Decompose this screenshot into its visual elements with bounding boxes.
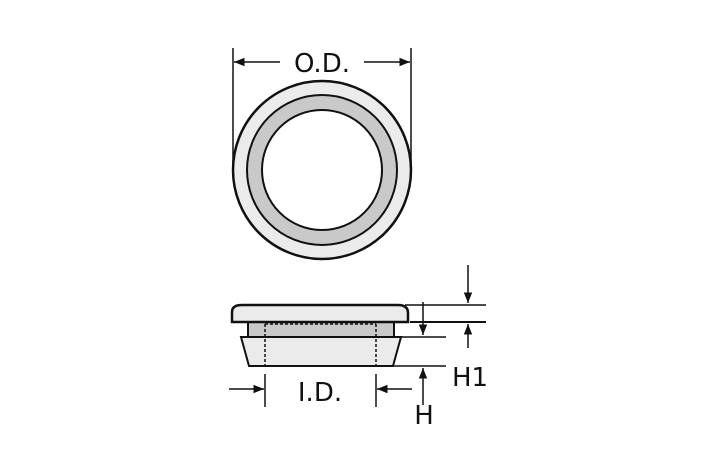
id-label: I.D. — [298, 378, 342, 408]
top-view: O.D. — [231, 48, 413, 261]
od-label: O.D. — [294, 49, 350, 79]
bore-hole — [261, 109, 383, 231]
side-view: I.D. H1 H — [229, 265, 488, 431]
cap — [230, 303, 410, 324]
h-label: H — [414, 401, 434, 431]
h1-label: H1 — [452, 363, 488, 393]
